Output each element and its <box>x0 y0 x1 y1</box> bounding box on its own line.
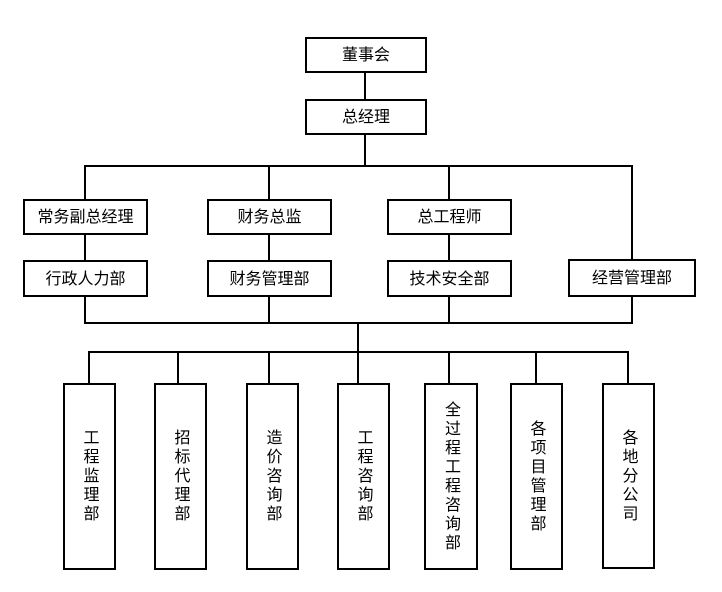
org-node-finance-director: 财务总监 <box>207 199 332 235</box>
org-node-operations-mgmt-dept: 经营管理部 <box>568 259 696 297</box>
org-node-general-manager: 总经理 <box>305 99 427 135</box>
connector-bus1-chief-engineer <box>448 165 450 199</box>
connector-admin-hr-bus2 <box>84 297 86 322</box>
org-node-finance-mgmt-dept: 财务管理部 <box>207 260 332 297</box>
connector-bus1-deputy-gm <box>84 165 86 199</box>
connector-tech-safety-bus2 <box>448 297 450 322</box>
org-node-cost-consulting-dept: 造价咨询部 <box>246 383 299 570</box>
connector-bus3-project-mgmt <box>535 351 537 383</box>
connector-bus3-branch-offices <box>627 351 629 383</box>
org-node-chief-engineer: 总工程师 <box>387 199 512 235</box>
connector-bus1-finance-director <box>268 165 270 199</box>
org-node-project-mgmt-dept: 各项目管理部 <box>510 383 563 570</box>
connector-bus1 <box>84 165 633 167</box>
org-node-admin-hr-dept: 行政人力部 <box>23 260 148 297</box>
org-node-supervision-dept: 工程监理部 <box>63 383 116 570</box>
connector-bus3-whole-process <box>448 351 450 383</box>
connector-gm-bus1 <box>364 135 366 166</box>
connector-deputy-gm-admin-hr <box>84 235 86 260</box>
connector-bus3-supervision <box>88 351 90 383</box>
org-node-branch-offices: 各地分公司 <box>602 383 655 569</box>
org-node-board: 董事会 <box>305 37 427 73</box>
connector-bus3-bidding <box>177 351 179 383</box>
connector-operations-mgmt-bus2 <box>631 297 633 322</box>
connector-finance-mgmt-bus2 <box>268 297 270 322</box>
connector-bus3 <box>88 351 629 353</box>
connector-bus1-operations-mgmt <box>631 165 633 259</box>
org-node-deputy-general-manager: 常务副总经理 <box>23 199 148 235</box>
connector-board-gm <box>364 73 366 99</box>
org-node-whole-process-consulting-dept: 全过程工程咨询部 <box>424 383 478 570</box>
connector-bus3-cost-consulting <box>268 351 270 383</box>
connector-finance-director-finance-mgmt <box>268 235 270 260</box>
org-node-tech-safety-dept: 技术安全部 <box>387 260 512 297</box>
connector-chief-engineer-tech-safety <box>448 235 450 260</box>
org-node-bidding-agency-dept: 招标代理部 <box>154 383 207 570</box>
org-node-engineering-consulting-dept: 工程咨询部 <box>337 383 390 570</box>
